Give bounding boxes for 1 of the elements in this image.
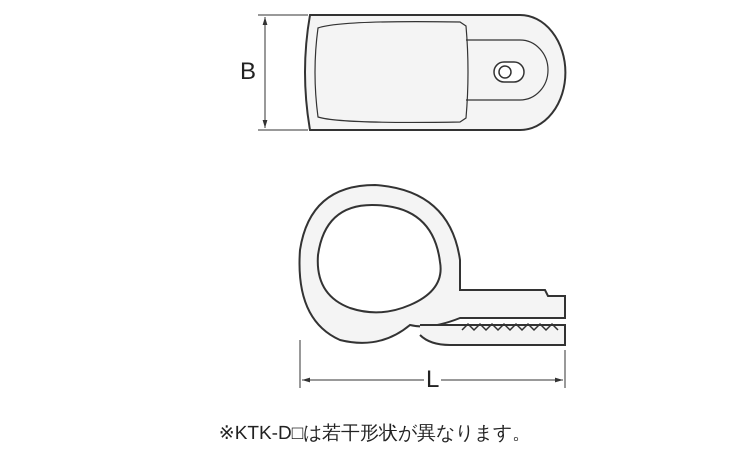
note-text: ※KTK-D□は若干形状が異なります。 xyxy=(218,424,532,443)
